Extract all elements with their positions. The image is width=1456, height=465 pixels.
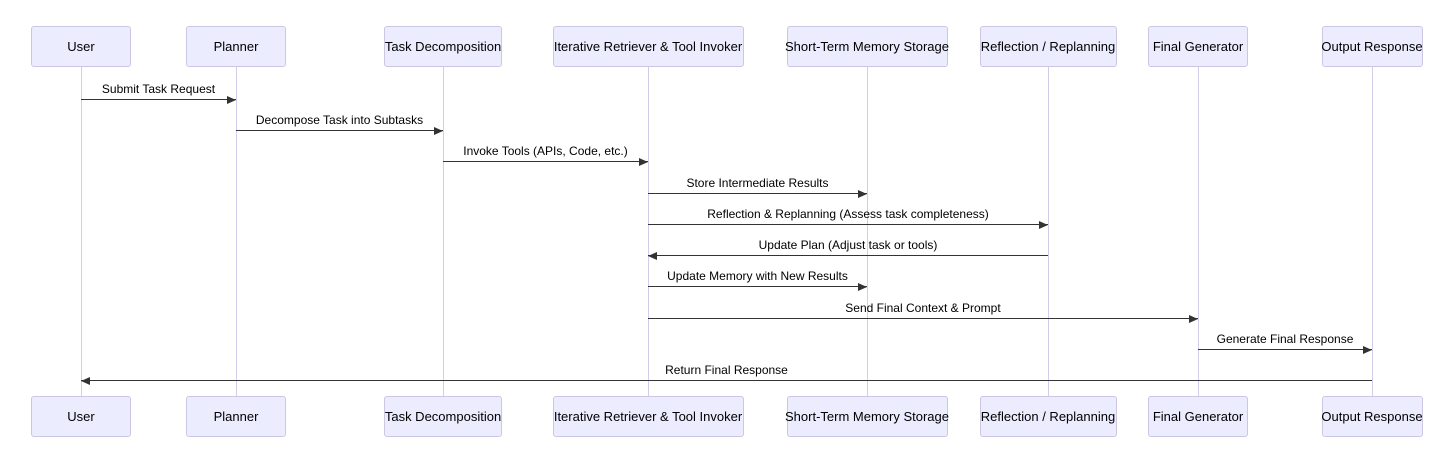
actor-label: Task Decomposition: [384, 39, 502, 54]
actor-box-top-7: Output Response: [1321, 26, 1423, 67]
actor-label: Iterative Retriever & Tool Invoker: [553, 39, 743, 54]
actor-label: Planner: [213, 409, 259, 424]
message-line-2: [443, 161, 648, 162]
actor-label: User: [67, 39, 95, 54]
actor-box-top-2: Task Decomposition: [384, 26, 502, 67]
actor-label: Short-Term Memory Storage: [785, 39, 949, 54]
actor-box-bottom-1: Planner: [186, 396, 286, 437]
actor-label: Output Response: [1321, 409, 1423, 424]
actor-label: Short-Term Memory Storage: [785, 409, 949, 424]
message-line-3: [648, 193, 867, 194]
message-line-5: [648, 255, 1048, 256]
actor-box-top-0: User: [31, 26, 131, 67]
message-label-4: Reflection & Replanning (Assess task com…: [707, 207, 989, 221]
actor-box-top-6: Final Generator: [1148, 26, 1248, 67]
actor-box-bottom-7: Output Response: [1321, 396, 1423, 437]
actor-box-top-1: Planner: [186, 26, 286, 67]
lifeline-5: [1047, 67, 1049, 396]
lifeline-0: [80, 67, 82, 396]
actor-box-bottom-0: User: [31, 396, 131, 437]
arrowhead-icon-7: [1189, 315, 1198, 323]
lifeline-6: [1197, 67, 1199, 396]
actor-label: Output Response: [1321, 39, 1423, 54]
message-label-5: Update Plan (Adjust task or tools): [758, 238, 938, 252]
message-label-8: Generate Final Response: [1216, 332, 1354, 346]
message-label-7: Send Final Context & Prompt: [845, 301, 1001, 315]
lifeline-2: [442, 67, 444, 396]
actor-box-bottom-3: Iterative Retriever & Tool Invoker: [552, 396, 744, 437]
arrowhead-icon-2: [639, 158, 648, 166]
actor-label: Task Decomposition: [384, 409, 502, 424]
message-label-6: Update Memory with New Results: [667, 269, 848, 283]
arrowhead-icon-4: [1039, 221, 1048, 229]
actor-label: Planner: [213, 39, 259, 54]
message-line-6: [648, 286, 867, 287]
message-label-1: Decompose Task into Subtasks: [255, 113, 424, 127]
arrowhead-icon-3: [858, 190, 867, 198]
arrowhead-icon-8: [1363, 346, 1372, 354]
actor-box-bottom-4: Short-Term Memory Storage: [785, 396, 949, 437]
actor-label: Final Generator: [1152, 409, 1244, 424]
actor-box-bottom-2: Task Decomposition: [384, 396, 502, 437]
actor-label: Iterative Retriever & Tool Invoker: [553, 409, 743, 424]
actor-label: User: [67, 409, 95, 424]
actor-box-top-3: Iterative Retriever & Tool Invoker: [552, 26, 744, 67]
actor-label: Final Generator: [1152, 39, 1244, 54]
lifeline-3: [647, 67, 649, 396]
actor-label: Reflection / Replanning: [980, 39, 1116, 54]
arrowhead-icon-5: [648, 252, 657, 260]
lifeline-4: [866, 67, 868, 396]
arrowhead-icon-1: [434, 127, 443, 135]
message-line-1: [236, 130, 443, 131]
arrowhead-icon-6: [858, 283, 867, 291]
actor-box-top-4: Short-Term Memory Storage: [785, 26, 949, 67]
message-label-3: Store Intermediate Results: [686, 176, 829, 190]
lifeline-7: [1371, 67, 1373, 396]
message-line-4: [648, 224, 1048, 225]
message-line-7: [648, 318, 1198, 319]
actor-label: Reflection / Replanning: [980, 409, 1116, 424]
message-label-2: Invoke Tools (APIs, Code, etc.): [463, 144, 628, 158]
message-line-0: [81, 99, 236, 100]
lifeline-1: [235, 67, 237, 396]
message-label-0: Submit Task Request: [101, 82, 216, 96]
actor-box-bottom-5: Reflection / Replanning: [979, 396, 1117, 437]
message-line-9: [81, 380, 1372, 381]
arrowhead-icon-0: [227, 96, 236, 104]
message-line-8: [1198, 349, 1372, 350]
actor-box-top-5: Reflection / Replanning: [979, 26, 1117, 67]
message-label-9: Return Final Response: [665, 363, 788, 377]
actor-box-bottom-6: Final Generator: [1148, 396, 1248, 437]
arrowhead-icon-9: [81, 377, 90, 385]
